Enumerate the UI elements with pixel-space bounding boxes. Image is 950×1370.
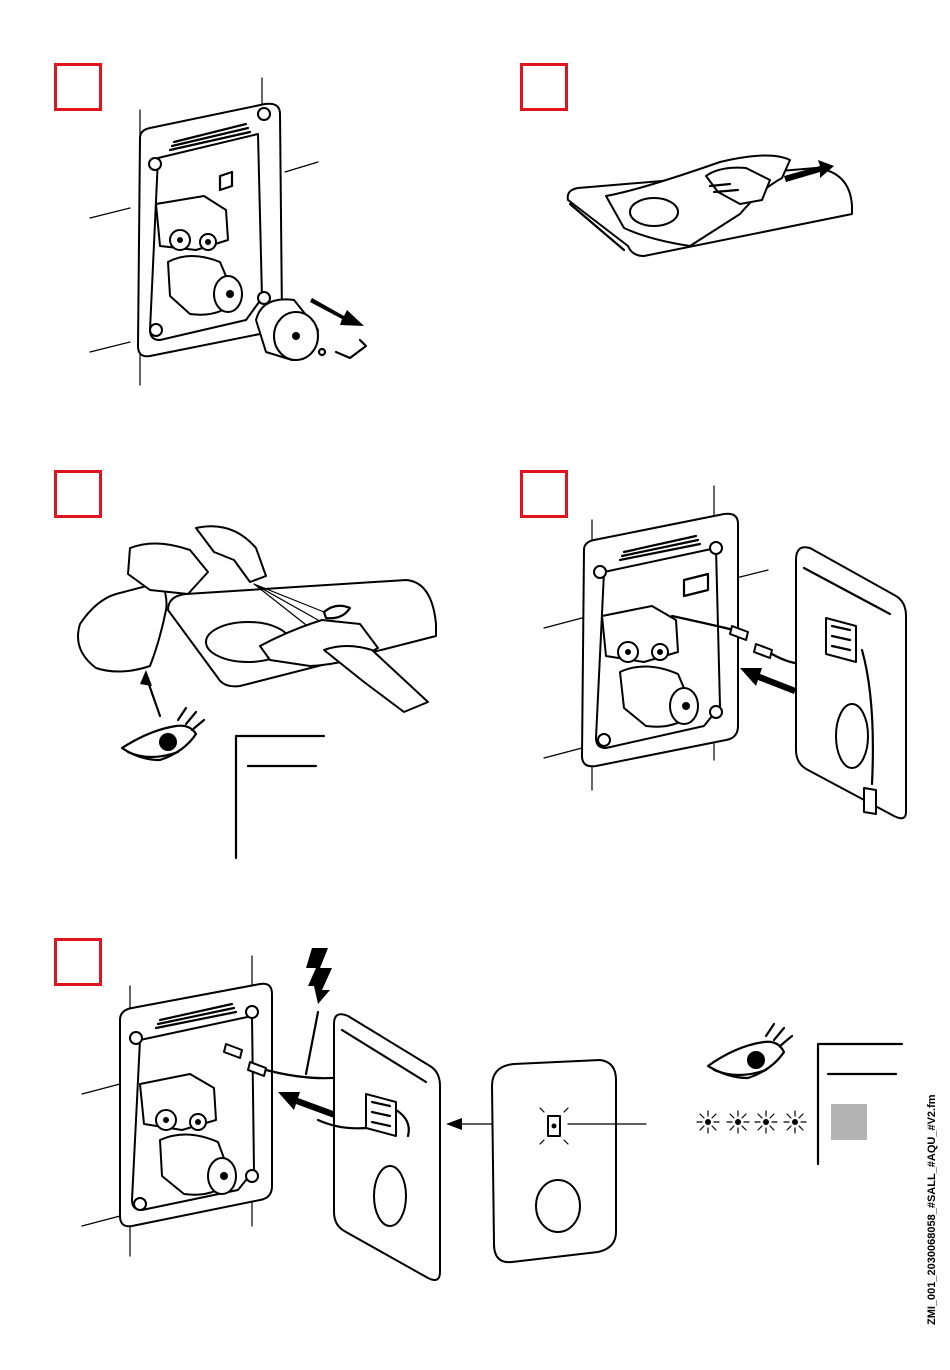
- step-2-illustration: [568, 155, 852, 256]
- push-arrow-icon: [740, 668, 796, 694]
- step-3-illustration: [78, 526, 436, 858]
- hex-key-icon: [319, 340, 366, 358]
- footer-document-code: ZMI_001_2030068058_#SALL_#AQU_#V2.fm: [926, 1094, 938, 1325]
- eye-icon: [122, 708, 204, 760]
- step-1-illustration: [90, 78, 366, 385]
- control-knob-icon: [256, 299, 318, 360]
- push-arrow-icon: [278, 1092, 336, 1118]
- step-4-illustration: [544, 486, 906, 818]
- status-led-square: [831, 1104, 867, 1140]
- front-panel-icon: [492, 1060, 616, 1262]
- eye-icon: [708, 1024, 792, 1078]
- cover-plate-icon: [318, 1014, 440, 1280]
- pull-arrow-icon: [310, 298, 364, 326]
- blinking-led-icon: [697, 1111, 806, 1133]
- lightning-icon: [306, 948, 332, 1074]
- step-5-illustration: [82, 948, 902, 1280]
- cover-plate-icon: [796, 547, 906, 818]
